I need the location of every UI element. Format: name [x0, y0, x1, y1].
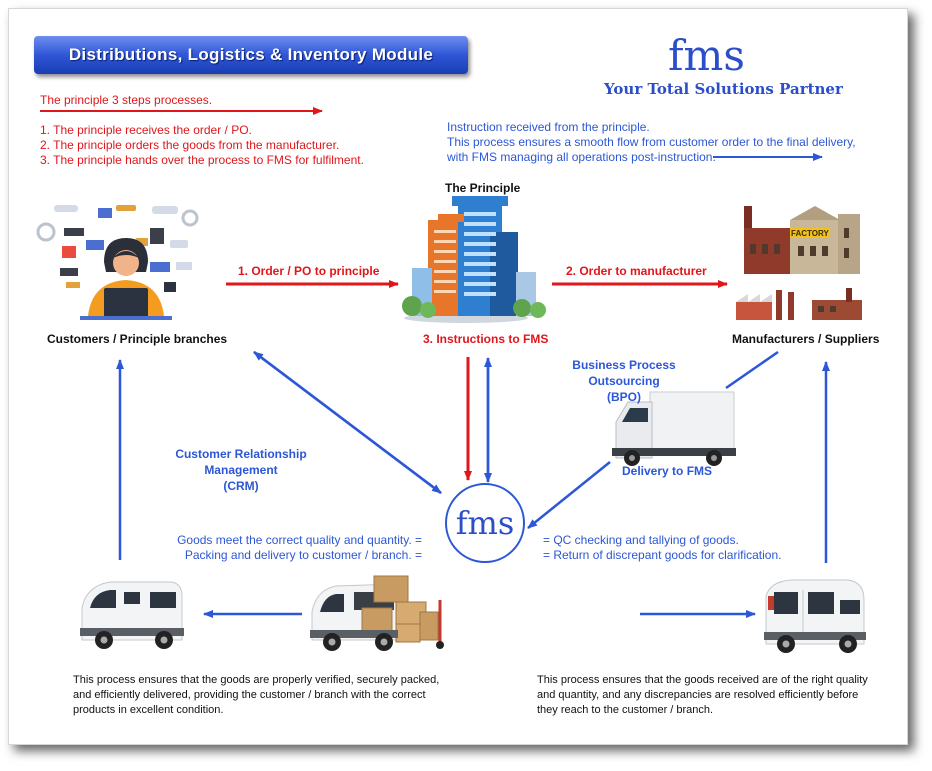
instructions-fms-label: 3. Instructions to FMS: [423, 332, 549, 346]
crm-arrow-back: [253, 351, 442, 494]
instruction-line-3: with FMS managing all operations post-in…: [447, 150, 716, 164]
factory-sign: FACTORY: [791, 229, 829, 238]
bottom-right-paragraph: This process ensures that the goods rece…: [537, 673, 868, 718]
supplier-truck-line: [725, 350, 779, 390]
principle-label: The Principle: [445, 181, 521, 195]
fms-logo: fms: [668, 31, 745, 80]
tagline: Your Total Solutions Partner: [604, 80, 843, 98]
step-3: 3. The principle hands over the process …: [40, 153, 364, 167]
bpo-line-2: (BPO): [607, 390, 641, 404]
crm-line-2: (CRM): [223, 479, 259, 493]
van-right-icon: [764, 579, 866, 653]
steps-heading: The principle 3 steps processes.: [40, 93, 213, 107]
module-title: Distributions, Logistics & Inventory Mod…: [68, 45, 434, 64]
module-banner: Distributions, Logistics & Inventory Mod…: [34, 36, 468, 74]
order-manufacturer-label: 2. Order to manufacturer: [566, 264, 707, 278]
bottom-left-line-2: and efficiently delivered, providing the…: [73, 689, 426, 701]
bpo-line-1: Business Process Outsourcing: [572, 358, 676, 388]
factory-icon: [736, 206, 862, 320]
instruction-note: Instruction received from the principle.…: [447, 120, 856, 165]
delivery-fms-label: Delivery to FMS: [622, 464, 713, 478]
steps-list: 1. The principle receives the order / PO…: [40, 123, 364, 168]
left-notes: Goods meet the correct quality and quant…: [160, 533, 422, 563]
crm-line-1: Customer Relationship Management: [175, 447, 307, 477]
office-building: [402, 196, 546, 323]
bottom-left-line-1: This process ensures that the goods are …: [73, 674, 440, 686]
fms-center-logo: fms: [455, 504, 515, 542]
truck-icon: [612, 391, 736, 466]
order-po-label: 1. Order / PO to principle: [238, 264, 380, 278]
developer-illustration: [36, 205, 199, 320]
bottom-right-line-3: they reach to the customer / branch.: [537, 704, 714, 716]
manufacturers-label: Manufacturers / Suppliers: [732, 332, 880, 346]
bottom-left-line-3: products in excellent condition.: [73, 704, 224, 716]
left-note-2: Packing and delivery to customer / branc…: [184, 548, 422, 562]
step-2: 2. The principle orders the goods from t…: [40, 138, 340, 152]
right-notes: = QC checking and tallying of goods. = R…: [543, 533, 781, 563]
right-note-1: = QC checking and tallying of goods.: [543, 533, 739, 547]
cargo-van-icon: [310, 575, 444, 651]
bottom-right-line-1: This process ensures that the goods rece…: [537, 674, 868, 686]
right-note-2: = Return of discrepant goods for clarifi…: [543, 548, 782, 562]
step-1: 1. The principle receives the order / PO…: [40, 123, 252, 137]
truck-to-fms-arrow: [527, 461, 611, 529]
instruction-line-2: This process ensures a smooth flow from …: [447, 135, 856, 149]
bottom-left-paragraph: This process ensures that the goods are …: [73, 673, 439, 718]
instruction-line-1: Instruction received from the principle.: [447, 120, 650, 134]
van-left-icon: [80, 581, 184, 649]
fms-center-circle: fms: [445, 483, 525, 563]
bottom-right-line-2: and quantity, and any discrepancies are …: [537, 689, 859, 701]
customers-label: Customers / Principle branches: [47, 332, 228, 346]
crm-label: Customer Relationship Management (CRM): [148, 446, 334, 494]
bpo-label: Business Process Outsourcing (BPO): [549, 357, 699, 405]
left-note-1: Goods meet the correct quality and quant…: [177, 533, 422, 547]
